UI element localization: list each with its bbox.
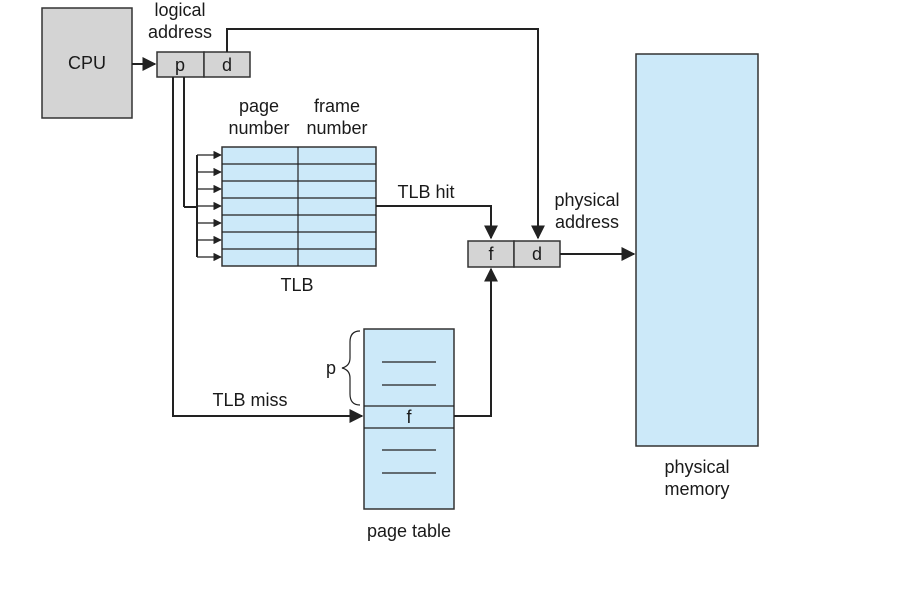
physical-address-f: f [488,244,494,264]
tlb-col1-label-1: page [239,96,279,116]
page-table-box: f [363,328,455,510]
tlb-hit-label: TLB hit [397,182,454,202]
physical-address-box: f d [467,240,561,268]
p-brace [341,330,361,406]
tlb-miss-label: TLB miss [212,390,287,410]
physical-address-label-2: address [555,212,619,232]
physical-memory-label-2: memory [664,479,729,499]
page-table-to-frame-arrow [454,267,498,417]
page-table-label: page table [367,521,451,541]
tlb-table [221,146,377,267]
cpu-box: CPU [41,7,133,119]
logical-address-p: p [175,55,185,75]
tlb-col1-label-2: number [228,118,289,138]
logical-address-label-1: logical [154,0,205,20]
tlb-label: TLB [280,275,313,295]
logical-address-box: p d [156,51,251,78]
physical-memory-box [635,53,759,447]
logical-address-label-2: address [148,22,212,42]
cpu-label: CPU [68,53,106,73]
tlb-hit-arrow [376,205,498,240]
page-table-entry-f: f [406,407,412,427]
logical-address-d: d [222,55,232,75]
tlb-col2-label-2: number [306,118,367,138]
tlb-col2-label-1: frame [314,96,360,116]
physical-memory-label-1: physical [664,457,729,477]
physical-address-label-1: physical [554,190,619,210]
page-table-p-label: p [326,358,336,378]
offset-d-arrow [226,28,545,240]
tlb-miss-arrow [172,77,364,423]
tlb-search-arrows [183,77,222,262]
physical-address-d: d [532,244,542,264]
